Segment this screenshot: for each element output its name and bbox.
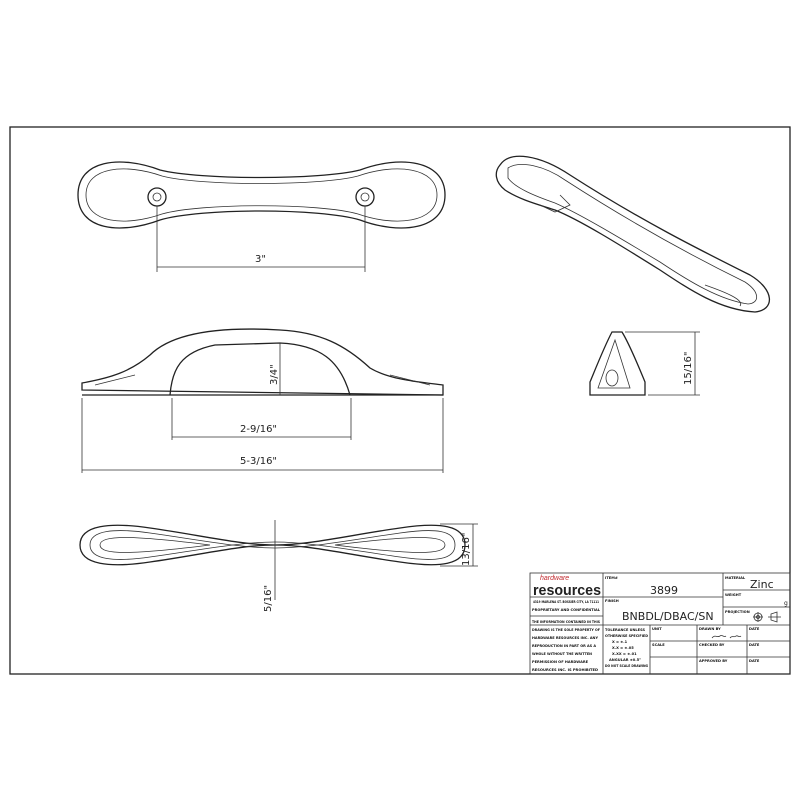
mount-hole-right [355,187,375,207]
drawing-frame [9,126,791,675]
weight-value: g [784,600,788,607]
dim-height: 3/4" [269,364,280,385]
item-label: ITEM# [605,576,618,580]
scale-label: SCALE [652,643,665,647]
dim-inner-length: 2-9/16" [240,424,277,435]
svg-text:THE INFORMATION CONTAINED IN T: THE INFORMATION CONTAINED IN THIS [532,620,600,624]
weight-label: WEIGHT [725,593,742,597]
svg-text:X.XX = ±.01: X.XX = ±.01 [612,652,637,656]
svg-text:OTHERWISE SPECIFIED: OTHERWISE SPECIFIED [605,634,648,638]
svg-text:RESOURCES INC. IS PROHIBITED: RESOURCES INC. IS PROHIBITED [532,668,598,672]
company-logo: resources [533,582,601,599]
end-view: 15/16" [589,331,700,396]
date-label: DATE [749,643,760,647]
svg-text:PERMISSION OF HARDWARE: PERMISSION OF HARDWARE [532,660,589,664]
dim-projection: 15/16" [683,352,694,385]
company-logo-top: hardware [540,575,569,582]
svg-text:DRAWING IS THE SOLE PROPERTY O: DRAWING IS THE SOLE PROPERTY OF [532,628,600,632]
projection-symbol-icon [753,611,781,623]
bottom-view: 5/16" 13/16" [79,520,478,612]
svg-text:X.X = ±.05: X.X = ±.05 [612,646,634,650]
approved-by-label: APPROVED BY [699,659,728,663]
drawn-by-label: DRAWN BY [699,627,721,631]
address: 4319 MARLENA ST. BOSSIER CITY, LA 71111 [533,600,599,604]
title-block: hardware resources 4319 MARLENA ST. BOSS… [529,572,791,675]
checked-by-label: CHECKED BY [699,643,725,647]
side-view: 3/4" 2-9/16" 5-3/16" [81,328,444,473]
svg-text:TOLERANCE UNLESS: TOLERANCE UNLESS [605,628,645,632]
dim-overall-length: 5-3/16" [240,456,277,467]
svg-text:X = ±.1: X = ±.1 [612,640,628,644]
date-label: DATE [749,659,760,663]
unit-label: UNIT [652,627,662,631]
isometric-view [495,155,771,313]
dim-width: 13/16" [461,533,472,566]
finish-value: BNBDL/DBAC/SN [622,610,714,623]
drawn-by-signature [711,635,742,639]
svg-text:WHOLE WITHOUT THE WRITTEN: WHOLE WITHOUT THE WRITTEN [532,652,592,656]
dim-thickness: 5/16" [263,585,274,612]
date-label: DATE [749,627,760,631]
confidential-text: THE INFORMATION CONTAINED IN THIS DRAWIN… [532,620,600,672]
finish-label: FINISH [605,599,619,603]
confidential-heading: PROPRIETARY AND CONFIDENTIAL [532,608,601,612]
svg-text:DO NOT SCALE DRAWING: DO NOT SCALE DRAWING [605,664,648,668]
top-view: 3" [77,161,446,272]
projection-label: PROJECTION [725,610,750,614]
svg-text:ANGULAR ±0.5°: ANGULAR ±0.5° [609,658,641,662]
dim-hole-spacing: 3" [255,254,266,265]
svg-text:REPRODUCTION IN PART OR AS A: REPRODUCTION IN PART OR AS A [532,644,596,648]
tolerance-note: TOLERANCE UNLESS OTHERWISE SPECIFIED X =… [605,628,648,668]
item-number: 3899 [650,584,678,597]
material-value: Zinc [750,578,774,591]
material-label: MATERIAL [725,576,746,580]
mount-hole-left [147,187,167,207]
svg-text:HARDWARE RESOURCES INC. ANY: HARDWARE RESOURCES INC. ANY [532,636,598,640]
